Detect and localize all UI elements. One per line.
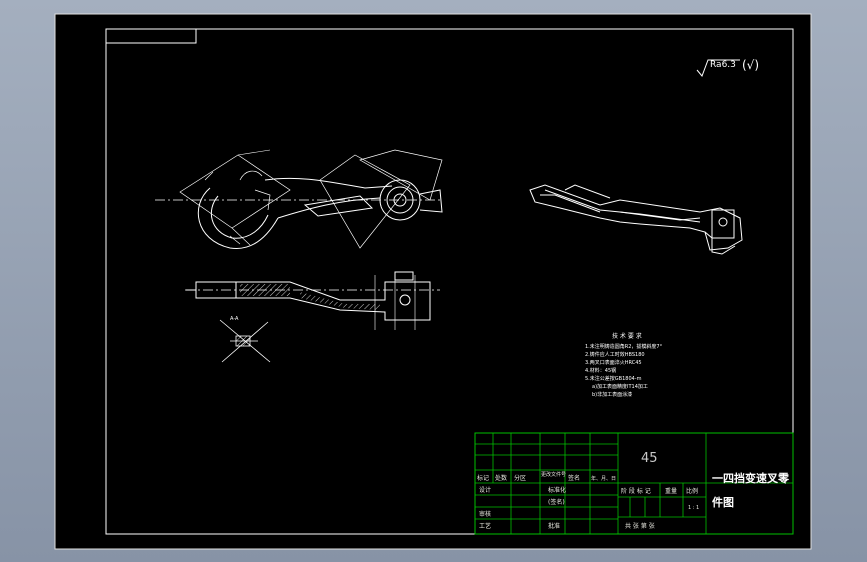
roughness-symbol: Ra6.3 (√): [696, 58, 759, 77]
hdr-label: 年、月、日: [591, 475, 616, 482]
drawing-sheet: [54, 13, 812, 550]
title-block: 45 一四挡变速叉零 件图 标记 处数 分区 更改文件号 签名 年、月、日 设计…: [474, 432, 794, 535]
inner-frame: [105, 28, 794, 535]
part-name-line1: 一四挡变速叉零: [712, 471, 790, 485]
fork-side-view: [185, 271, 440, 330]
part-name-line2: 件图: [712, 495, 734, 509]
hdr-label: 标记: [477, 474, 489, 482]
section-view-aa: A-A: [219, 316, 271, 363]
scale-value: 1 : 1: [688, 505, 699, 511]
tech-req-item: 3.两叉口表面淬火HRC45: [585, 359, 642, 366]
tech-req-item: 4.材料：45钢: [585, 367, 616, 374]
corner-code-box: [105, 28, 197, 44]
approve-label: 批准: [548, 522, 560, 530]
roughness-value: Ra6.3: [710, 60, 736, 70]
tech-requirements: 技 术 要 求 1.未注明铸造圆角R2，拔模斜度7° 2.铸件应人工时效HBS1…: [585, 332, 663, 398]
process-label: 工艺: [479, 522, 491, 530]
tech-req-title: 技 术 要 求: [612, 332, 642, 340]
section-label: A-A: [230, 316, 239, 322]
reviewer-label: 审核: [479, 510, 491, 518]
fork-3d-view: [529, 184, 743, 255]
tech-req-item: a)加工表面精度IT14加工: [592, 383, 648, 390]
standardize-label: 标准化: [548, 486, 566, 494]
material-value: 45: [641, 451, 658, 466]
sheet-count: 共 张 第 张: [625, 522, 655, 530]
signature-label: (签名): [548, 498, 565, 506]
tech-req-item: 1.未注明铸造圆角R2，拔模斜度7°: [585, 343, 663, 350]
fork-front-view: [155, 149, 443, 249]
tech-req-item: 2.铸件应人工时效HBS180: [585, 351, 645, 358]
hdr-label: 分区: [514, 474, 526, 482]
stage-mark-label: 阶 段 标 记: [621, 487, 651, 495]
hdr-label: 处数: [495, 474, 507, 482]
tech-req-item: 5.未注公差按GB1804-m: [585, 375, 642, 382]
weight-label: 重量: [665, 487, 677, 495]
tech-req-item: b)非加工表面涂漆: [592, 391, 632, 398]
hdr-label: 签名: [568, 474, 580, 482]
roughness-suffix: (√): [742, 58, 759, 72]
scale-label: 比例: [686, 487, 698, 495]
designer-label: 设计: [479, 486, 491, 494]
hdr-label: 更改文件号: [541, 471, 566, 478]
